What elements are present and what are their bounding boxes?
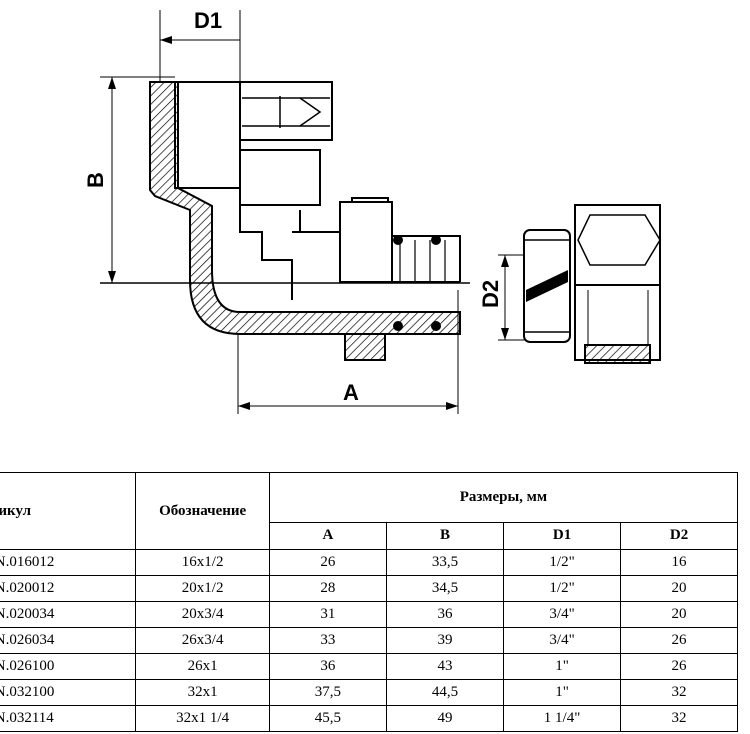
label-d2: D2 [478,280,503,308]
label-b: B [83,172,108,188]
cell-d1: 1/2" [503,575,622,602]
cell-article: .N.016012 [0,549,137,576]
cell-b: 49 [385,705,505,732]
outlet-sleeve [339,201,393,283]
header-dimensions: Размеры, мм [268,472,739,523]
cell-b: 33,5 [385,549,505,576]
cell-d2: 20 [620,575,738,602]
top-nut [174,81,241,189]
cell-d2: 32 [620,679,738,706]
cell-b: 34,5 [385,575,505,602]
header-a: A [268,521,387,551]
header-d2: D2 [620,521,738,551]
cell-designation: 26x3/4 [135,627,270,654]
cell-d2: 26 [620,653,738,680]
cell-designation: 26x1 [135,653,270,680]
cell-designation: 20x1/2 [135,575,270,602]
cell-designation: 20x3/4 [135,601,270,628]
cell-a: 26 [268,549,387,576]
cell-d2: 20 [620,601,738,628]
cell-d1: 1 1/4" [503,705,622,732]
header-d1: D1 [503,521,622,551]
cell-a: 31 [268,601,387,628]
cell-d1: 3/4" [503,601,622,628]
table-row: .N.026034 26x3/4 33 39 3/4" 26 [0,627,738,654]
fitting-drawing: D1 B A D2 [83,8,661,414]
table-row: .N.026100 26x1 36 43 1" 26 [0,653,738,680]
cell-a: 45,5 [268,705,387,732]
cell-d1: 1" [503,679,622,706]
cell-article: .N.032100 [0,679,137,706]
cell-article: .N.026034 [0,627,137,654]
cell-d1: 1" [503,653,622,680]
cell-b: 43 [385,653,505,680]
cell-d2: 16 [620,549,738,576]
header-b: B [385,521,505,551]
cell-a: 28 [268,575,387,602]
cell-b: 44,5 [385,679,505,706]
cell-designation: 16x1/2 [135,549,270,576]
cell-d2: 32 [620,705,738,732]
table-row: .N.020034 20x3/4 31 36 3/4" 20 [0,601,738,628]
header-designation: Обозначение [135,472,270,550]
cell-article: .N.032114 [0,705,137,732]
cell-d1: 3/4" [503,627,622,654]
label-a: A [343,380,359,405]
cell-b: 39 [385,627,505,654]
header-article: тикул [0,472,137,550]
cell-article: .N.020012 [0,575,137,602]
table-row: .N.020012 20x1/2 28 34,5 1/2" 20 [0,575,738,602]
cell-a: 37,5 [268,679,387,706]
cell-d2: 26 [620,627,738,654]
cell-article: .N.020034 [0,601,137,628]
cell-d1: 1/2" [503,549,622,576]
cell-designation: 32x1 [135,679,270,706]
cell-article: .N.026100 [0,653,137,680]
table-row: .N.032114 32x1 1/4 45,5 49 1 1/4" 32 [0,705,738,732]
table-row: .N.016012 16x1/2 26 33,5 1/2" 16 [0,549,738,576]
elbow-body-section [149,81,461,335]
label-d1: D1 [194,8,222,33]
cell-a: 33 [268,627,387,654]
cell-a: 36 [268,653,387,680]
press-ring [523,229,571,343]
cell-designation: 32x1 1/4 [135,705,270,732]
cell-b: 36 [385,601,505,628]
table-row: .N.032100 32x1 37,5 44,5 1" 32 [0,679,738,706]
spec-table: тикул Обозначение Размеры, мм A B D1 D2 … [0,472,739,732]
